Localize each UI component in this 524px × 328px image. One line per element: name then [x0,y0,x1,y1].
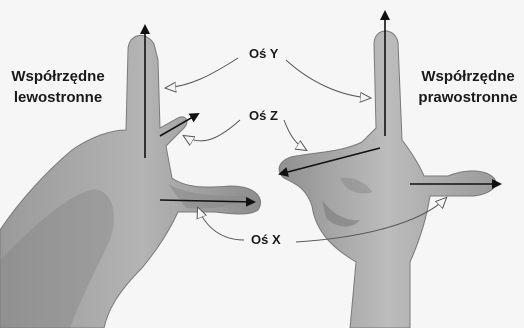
right-hand-label-line2: prawostronne [410,87,524,108]
right-hand-label: Współrzędne prawostronne [410,66,524,108]
y-axis-label: Oś Y [246,46,281,61]
y-callout-left [166,58,238,88]
x-axis-label: Oś X [248,232,284,247]
z-callout-left [184,120,240,141]
left-hand-label-line2: lewostronne [0,87,116,108]
right-hand-label-line1: Współrzędne [410,66,524,87]
left-hand-label-line1: Współrzędne [0,66,116,87]
z-axis-label: Oś Z [246,108,281,123]
z-callout-right [284,120,306,150]
y-callout-right [286,60,370,98]
left-hand-label: Współrzędne lewostronne [0,66,116,108]
